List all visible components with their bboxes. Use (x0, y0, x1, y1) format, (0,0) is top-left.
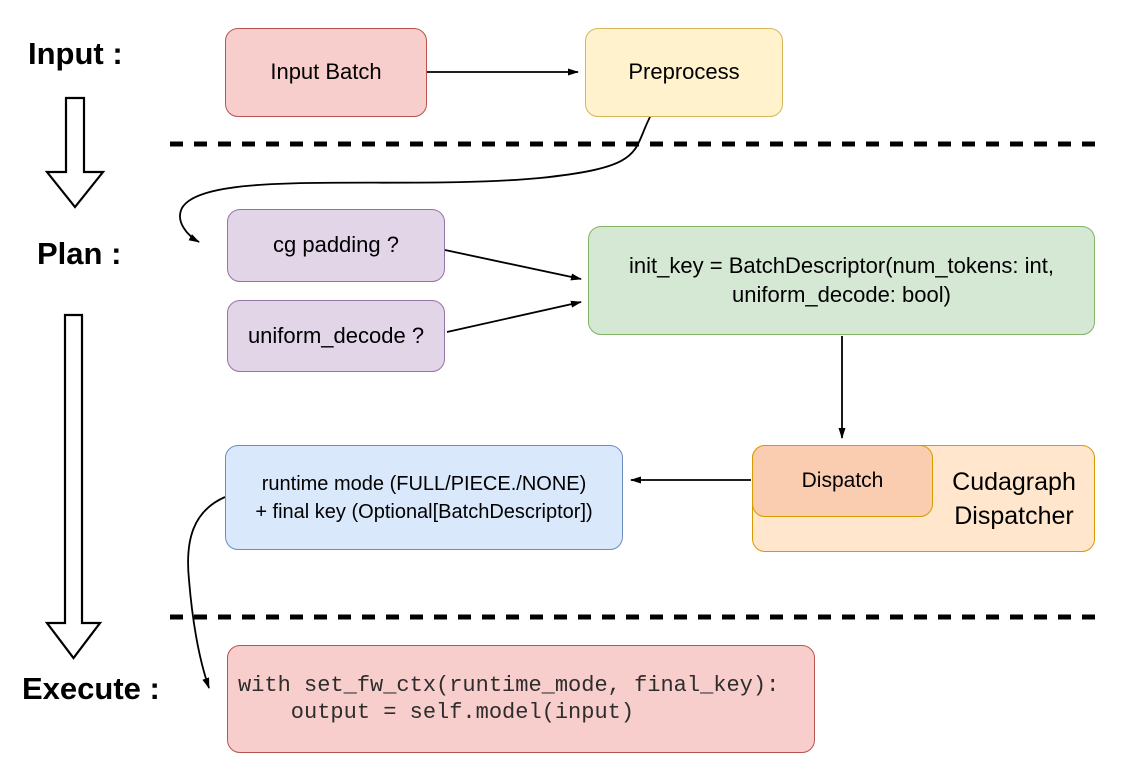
node-cg-padding-label: cg padding ? (273, 232, 399, 258)
node-runtime-mode: runtime mode (FULL/PIECE./NONE) + final … (225, 445, 623, 550)
connector-runtime-to-execute (187, 496, 226, 689)
node-init-key-line2: uniform_decode: bool) (732, 281, 951, 307)
connector-uniformdecode-to-initkey (446, 300, 582, 333)
section-label-input: Input : (28, 36, 123, 71)
execute-code-line2: output = self.model(input) (238, 700, 635, 725)
down-arrow-plan-to-execute (44, 313, 103, 660)
node-uniform-decode-label: uniform_decode ? (247, 322, 425, 348)
execute-code-line1: with set_fw_ctx(runtime_mode, final_key)… (238, 673, 780, 698)
section-label-execute: Execute : (22, 671, 160, 706)
node-init-key-line1: init_key = BatchDescriptor(num_tokens: i… (629, 252, 1054, 278)
down-arrow-input-to-plan (44, 96, 106, 209)
node-input-batch: Input Batch (225, 28, 427, 117)
node-runtime-mode-line1: runtime mode (FULL/PIECE./NONE) (261, 472, 587, 495)
node-dispatch-label: Dispatch (801, 469, 884, 493)
section-label-plan: Plan : (37, 236, 122, 271)
connector-preprocess-to-cgpadding (179, 116, 651, 243)
node-dispatch: Dispatch (752, 445, 933, 517)
node-preprocess-label: Preprocess (628, 59, 740, 85)
node-init-key: init_key = BatchDescriptor(num_tokens: i… (588, 226, 1095, 335)
dispatcher-label-line1: Cudagraph (952, 467, 1076, 496)
node-runtime-mode-line2: + final key (Optional[BatchDescriptor]) (255, 500, 593, 523)
connector-cgpadding-to-initkey (444, 249, 582, 281)
node-input-batch-label: Input Batch (270, 59, 382, 85)
dispatcher-label-line2: Dispatcher (954, 501, 1074, 530)
node-cg-padding: cg padding ? (227, 209, 445, 282)
node-cudagraph-dispatcher-label: Cudagraph Dispatcher (933, 445, 1095, 552)
node-execute-code: with set_fw_ctx(runtime_mode, final_key)… (227, 645, 815, 753)
node-uniform-decode: uniform_decode ? (227, 300, 445, 372)
node-preprocess: Preprocess (585, 28, 783, 117)
